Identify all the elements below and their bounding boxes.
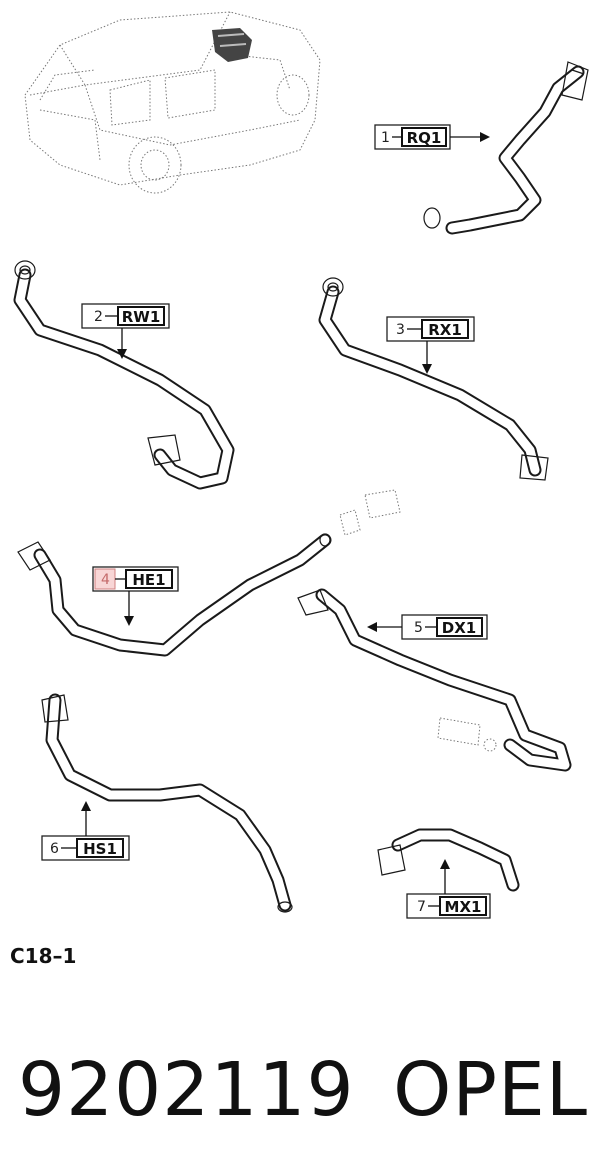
callout-number: 1: [381, 130, 390, 146]
callout-code: RQ1: [407, 129, 442, 147]
callout-4[interactable]: 4 HE1: [92, 566, 179, 626]
callout-code: MX1: [445, 898, 482, 916]
callout-2[interactable]: 2 RW1: [81, 303, 170, 359]
callout-code: HS1: [83, 840, 117, 858]
callout-number: 2: [94, 309, 103, 325]
vehicle-overview-image: [24, 11, 321, 194]
hose-part-1: [423, 61, 589, 235]
highlighted-engine-area: [212, 28, 252, 62]
hose-part-7: [377, 828, 520, 892]
callout-number: 6: [50, 841, 59, 857]
callout-code: HE1: [132, 571, 165, 589]
callout-number: 7: [417, 899, 426, 915]
hose-part-6: [41, 693, 293, 913]
parts-diagram: 1 RQ1 2 RW1 3 RX1 4 HE1 5: [13, 11, 589, 919]
footer-caption: 9202119 OPEL: [18, 1030, 588, 1150]
callout-number: 3: [396, 322, 405, 338]
hose-part-3: [318, 277, 549, 481]
callout-code: DX1: [442, 619, 476, 637]
callout-code: RW1: [122, 308, 161, 326]
hose-part-2: [13, 260, 235, 490]
part-number: 9202119: [18, 1047, 355, 1133]
callout-7[interactable]: 7 MX1: [406, 859, 491, 919]
callout-6[interactable]: 6 HS1: [41, 801, 130, 861]
brand-name: OPEL: [393, 1047, 588, 1133]
callout-5[interactable]: 5 DX1: [367, 614, 488, 640]
hose-part-5: [297, 588, 572, 772]
callout-3[interactable]: 3 RX1: [386, 316, 475, 374]
callout-number: 4: [101, 572, 110, 588]
drawing-code-label: C18–1: [10, 944, 77, 968]
hose-part-4: [17, 489, 401, 657]
callout-1[interactable]: 1 RQ1: [374, 124, 490, 150]
callout-number: 5: [414, 620, 423, 636]
callout-code: RX1: [428, 321, 462, 339]
